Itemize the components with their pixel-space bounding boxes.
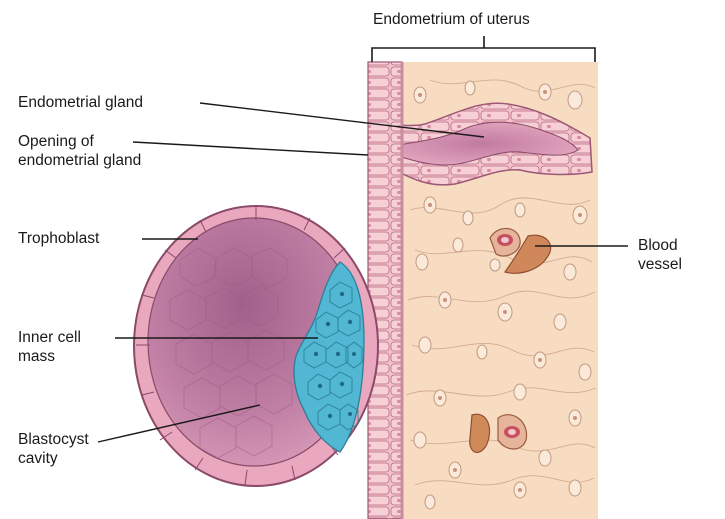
title-endometrium-of-uterus: Endometrium of uterus bbox=[373, 10, 530, 29]
uterine-epithelium bbox=[368, 62, 402, 519]
label-opening-of-endometrial-gland: Opening of endometrial gland bbox=[18, 132, 141, 170]
label-inner-cell-mass: Inner cell mass bbox=[18, 328, 81, 366]
label-endometrial-gland: Endometrial gland bbox=[18, 93, 143, 112]
label-blood-vessel: Blood vessel bbox=[638, 236, 682, 274]
label-blastocyst-cavity: Blastocyst cavity bbox=[18, 430, 89, 468]
endometrium-bracket bbox=[372, 36, 595, 62]
label-trophoblast: Trophoblast bbox=[18, 229, 99, 248]
